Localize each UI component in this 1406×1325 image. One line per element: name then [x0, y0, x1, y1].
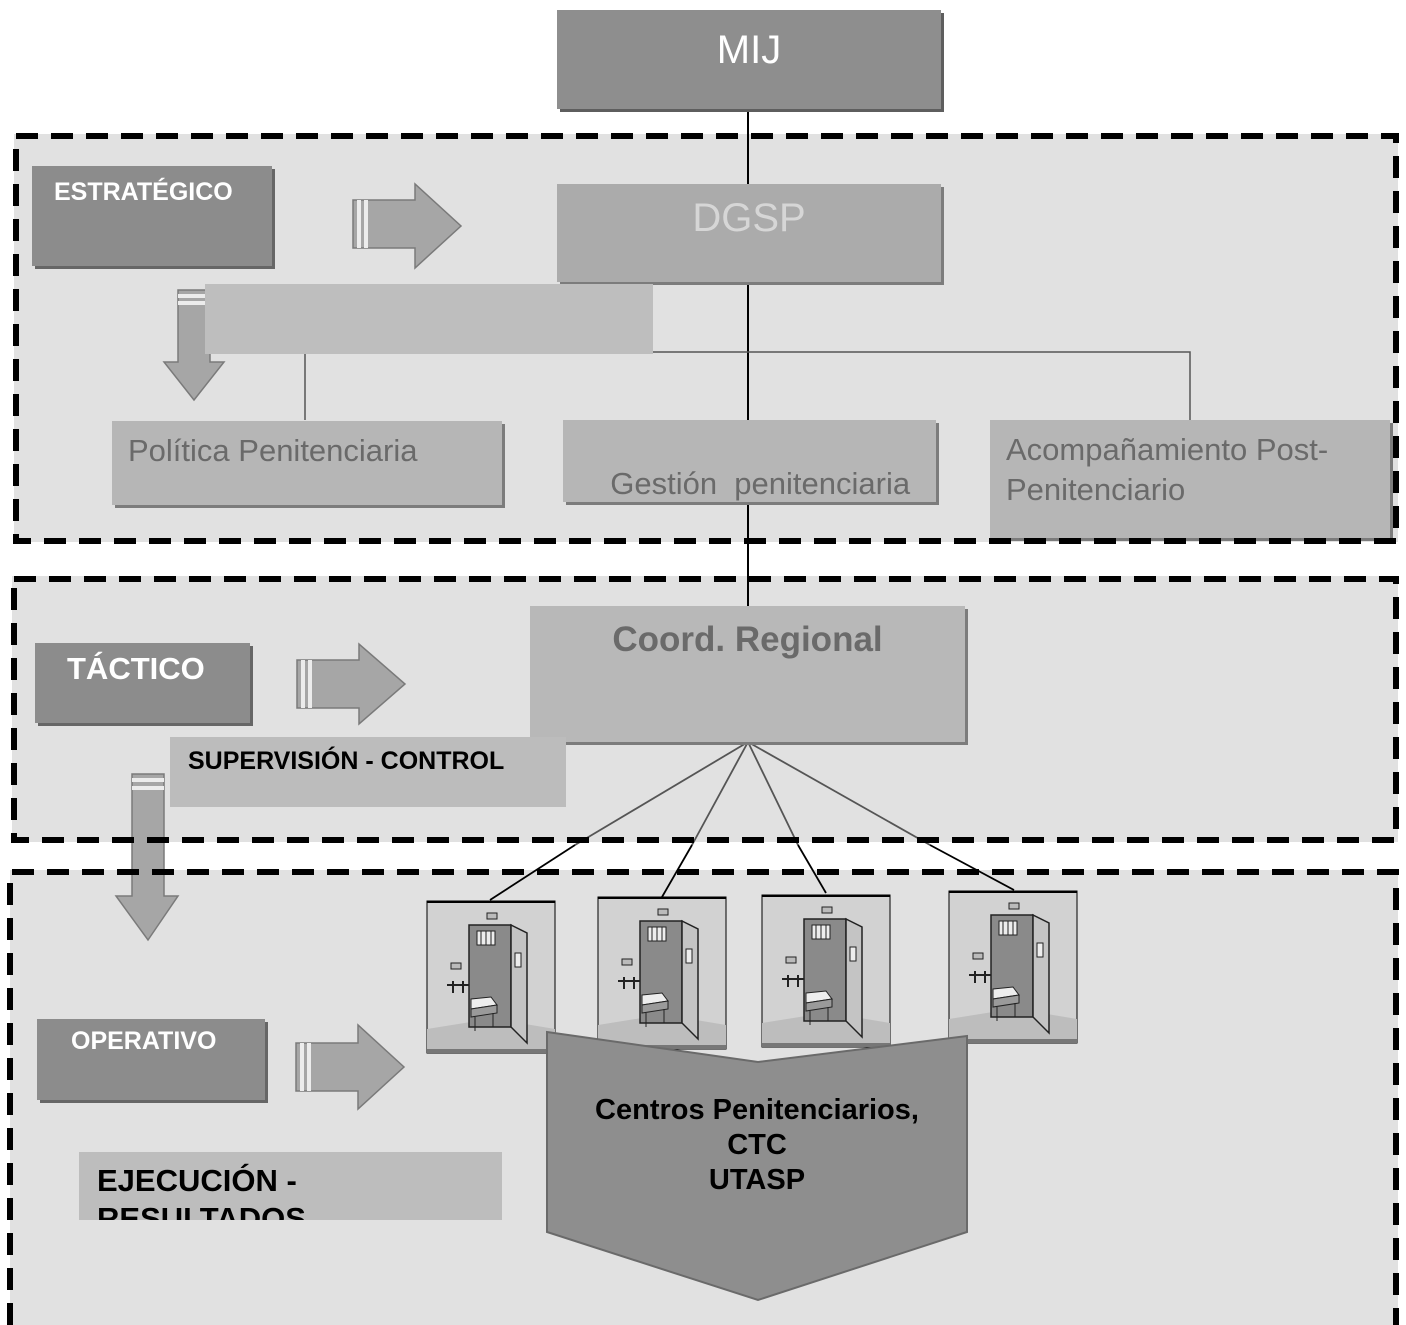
arrow-down-tactical-icon: [114, 773, 180, 942]
prison-cell-icon: [948, 890, 1078, 1044]
unit-gestion-penitenciaria: Gestión penitenciaria: [563, 420, 936, 502]
coord-regional-label: Coord. Regional: [612, 620, 883, 659]
centers-line: Centros Penitenciarios,: [595, 1094, 919, 1126]
strategic-function-box: [205, 284, 653, 354]
dgsp-label: DGSP: [692, 196, 806, 240]
unit-acompanamiento-post-penitenciario: Acompañamiento Post-Penitenciario: [990, 420, 1390, 538]
mij-label: MIJ: [716, 28, 782, 72]
centers-label: Centros Penitenciarios, CTC UTASP: [547, 1091, 967, 1199]
operative-function-label: EJECUCIÓN - RESULTADOS: [97, 1163, 306, 1220]
prison-cell-icon: [597, 896, 727, 1050]
tactical-level-label: TÁCTICO: [67, 651, 205, 686]
arrow-strategic-icon: [352, 182, 463, 270]
unit-label: Gestión penitenciaria: [610, 466, 911, 501]
operative-level-label: OPERATIVO: [71, 1027, 217, 1055]
prison-cell-icon: [426, 900, 556, 1054]
coord-regional-box: Coord. Regional: [530, 606, 965, 742]
unit-label: Acompañamiento Post-Penitenciario: [1006, 432, 1329, 507]
prison-cell-icon: [761, 894, 891, 1048]
centers-line: CTC: [727, 1129, 787, 1161]
strategic-level-label: ESTRATÉGICO: [54, 178, 233, 206]
strategic-level-box: ESTRATÉGICO: [32, 166, 272, 266]
arrow-operative-icon: [295, 1023, 406, 1111]
centers-line: UTASP: [708, 1164, 806, 1196]
dgsp-box: DGSP: [557, 184, 941, 282]
tactical-level-box: TÁCTICO: [35, 643, 250, 723]
tactical-function-box: SUPERVISIÓN - CONTROL: [170, 737, 566, 807]
arrow-tactical-icon: [296, 642, 407, 726]
unit-politica-penitenciaria: Política Penitenciaria: [112, 421, 502, 505]
unit-label: Política Penitenciaria: [128, 433, 418, 468]
tactical-function-label: SUPERVISIÓN - CONTROL: [188, 747, 505, 775]
operative-level-box: OPERATIVO: [37, 1019, 265, 1100]
connector-fan: [489, 741, 1015, 901]
mij-box: MIJ: [557, 10, 941, 109]
operative-function-box: EJECUCIÓN - RESULTADOS: [79, 1152, 502, 1220]
